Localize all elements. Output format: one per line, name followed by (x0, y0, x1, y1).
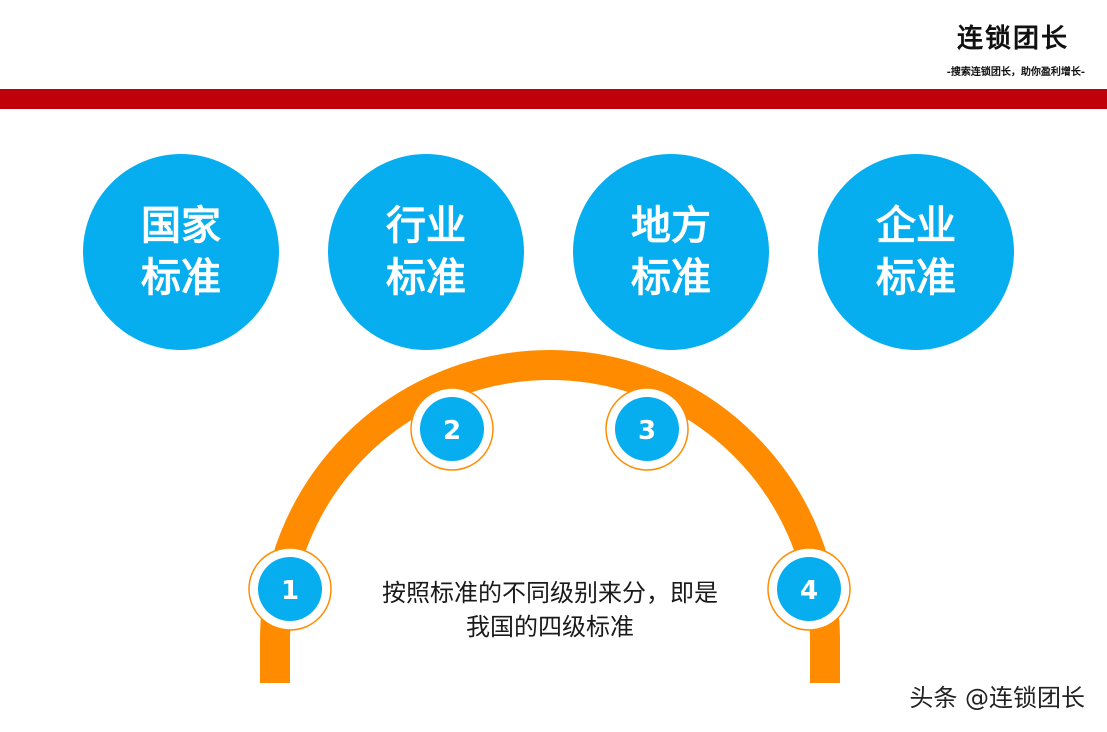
category-circle-enterprise: 企业标准 (818, 154, 1014, 350)
caption: 按照标准的不同级别来分，即是 我国的四级标准 (340, 576, 760, 644)
step-marker-4: 4 (767, 547, 851, 631)
category-line1: 行业 (386, 203, 466, 249)
category-circle-local: 地方标准 (573, 154, 769, 350)
step-marker-1: 1 (248, 547, 332, 631)
category-line1: 地方 (631, 203, 711, 249)
category-line2: 标准 (386, 255, 466, 301)
brand-subtitle: -搜索连锁团长，助你盈利增长- (946, 67, 1085, 78)
category-line2: 标准 (631, 255, 711, 301)
category-line1: 企业 (876, 203, 956, 249)
category-line2: 标准 (876, 255, 956, 301)
step-number-4: 4 (800, 576, 818, 606)
brand-title: 连锁团长 (956, 24, 1069, 54)
watermark: 头条 @连锁团长 (909, 684, 1085, 712)
caption-line1: 按照标准的不同级别来分，即是 (382, 579, 718, 607)
caption-line2: 我国的四级标准 (466, 613, 634, 641)
step-number-2: 2 (443, 416, 461, 446)
step-number-3: 3 (638, 416, 656, 446)
category-line2: 标准 (141, 255, 221, 301)
step-number-1: 1 (281, 576, 299, 606)
orange-arc (260, 350, 840, 683)
brand-logo: 连锁团长 -搜索连锁团长，助你盈利增长- (947, 18, 1085, 78)
step-marker-3: 3 (605, 387, 689, 471)
category-line1: 国家 (141, 203, 221, 249)
step-marker-2: 2 (410, 387, 494, 471)
category-circle-industry: 行业标准 (328, 154, 524, 350)
category-circle-national: 国家标准 (83, 154, 279, 350)
header-divider-bar (0, 89, 1107, 109)
